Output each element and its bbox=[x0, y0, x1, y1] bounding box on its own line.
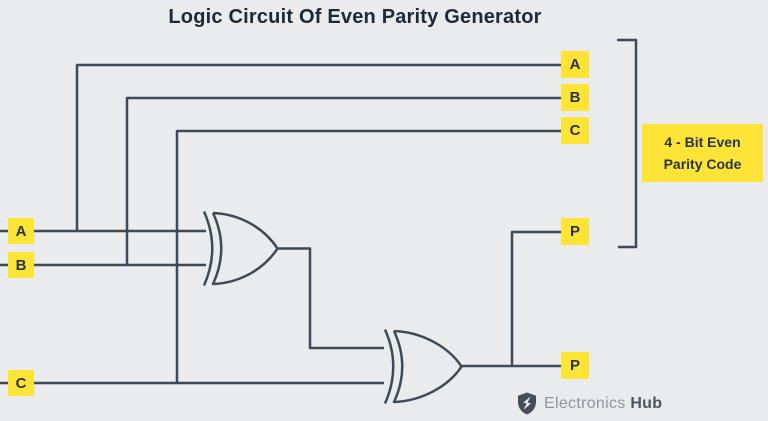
wire-b-tap bbox=[125, 96, 561, 265]
electronics-hub-logo: Electronics Hub bbox=[517, 392, 662, 415]
wire-xor1-to-xor2 bbox=[277, 247, 384, 350]
xor-gate-2 bbox=[383, 328, 463, 405]
page-title: Logic Circuit Of Even Parity Generator bbox=[168, 6, 542, 28]
xor1-leading-arc bbox=[202, 210, 214, 287]
logo-text-regular: Electronics bbox=[544, 394, 626, 412]
output-pin-c: C bbox=[561, 117, 589, 144]
wire-p-branch bbox=[510, 230, 561, 366]
logo-text: Electronics Hub bbox=[544, 395, 662, 413]
wire-a-tap bbox=[75, 63, 561, 231]
output-pin-p-top: P bbox=[561, 218, 589, 245]
input-pin-a: A bbox=[8, 218, 34, 244]
xor2-body bbox=[392, 329, 463, 404]
bracket bbox=[617, 38, 638, 249]
xor-gate-1 bbox=[202, 210, 279, 287]
parity-code-label-line1: 4 - Bit Even bbox=[664, 133, 741, 150]
xor2-leading-arc bbox=[383, 328, 395, 405]
xor1-body bbox=[211, 211, 279, 286]
wire-group bbox=[0, 38, 638, 385]
input-pin-c: C bbox=[8, 370, 34, 396]
logo-text-bold: Hub bbox=[630, 394, 663, 412]
wire-c-tap bbox=[175, 129, 561, 383]
output-pin-a: A bbox=[561, 51, 589, 78]
parity-code-label: 4 - Bit Even Parity Code bbox=[642, 124, 763, 182]
parity-code-label-line2: Parity Code bbox=[663, 156, 742, 172]
output-pin-b: B bbox=[561, 84, 589, 111]
output-pin-p-bottom: P bbox=[561, 352, 589, 379]
shield-bolt-icon bbox=[518, 392, 536, 415]
input-pin-b: B bbox=[8, 252, 34, 278]
